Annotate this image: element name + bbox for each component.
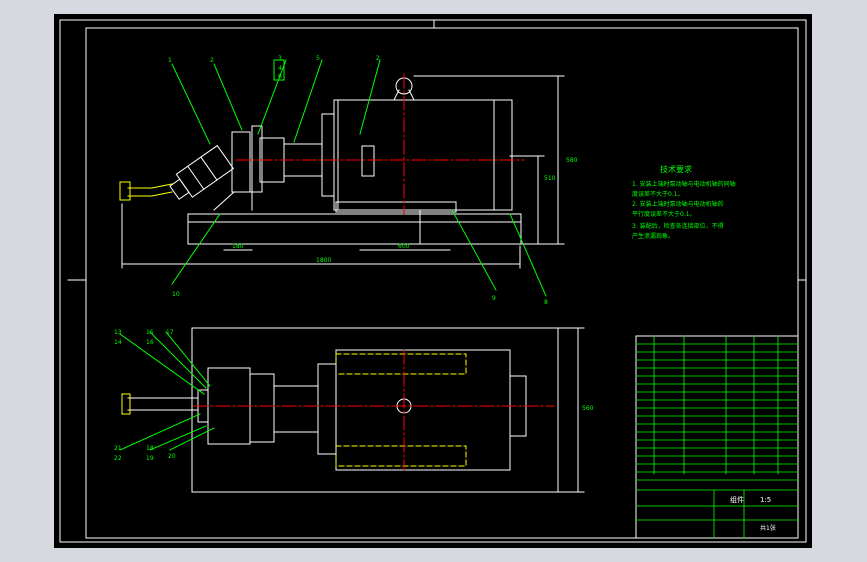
svg-text:14: 14 bbox=[114, 339, 122, 346]
svg-text:度误差不大于0.1。: 度误差不大于0.1。 bbox=[632, 190, 684, 198]
svg-text:4: 4 bbox=[278, 65, 282, 72]
title-block-sheet: 共1张 bbox=[760, 524, 776, 532]
svg-text:平行度误差不大于0.1。: 平行度误差不大于0.1。 bbox=[632, 210, 696, 218]
svg-text:510: 510 bbox=[544, 175, 556, 182]
svg-text:18: 18 bbox=[146, 445, 154, 452]
svg-text:17: 17 bbox=[166, 329, 174, 336]
svg-text:5: 5 bbox=[316, 55, 320, 62]
svg-text:560: 560 bbox=[582, 405, 594, 412]
svg-text:8: 8 bbox=[544, 299, 548, 306]
svg-text:21: 21 bbox=[114, 445, 122, 452]
svg-text:产生渗漏现象。: 产生渗漏现象。 bbox=[632, 232, 674, 240]
inner-border bbox=[85, 27, 799, 539]
tech-req-title: 技术要求 bbox=[660, 164, 692, 174]
svg-text:3. 装配后，检查各连接部位，不得: 3. 装配后，检查各连接部位，不得 bbox=[632, 222, 724, 230]
svg-text:19: 19 bbox=[146, 455, 154, 462]
pump-body bbox=[169, 144, 235, 200]
base-plate bbox=[187, 213, 522, 245]
svg-text:3: 3 bbox=[278, 55, 282, 62]
svg-text:2: 2 bbox=[210, 57, 214, 64]
svg-text:2: 2 bbox=[376, 55, 380, 62]
svg-text:1. 安装上端时泵动轴与电动机轴的同轴: 1. 安装上端时泵动轴与电动机轴的同轴 bbox=[632, 180, 736, 188]
svg-text:16: 16 bbox=[146, 339, 154, 346]
svg-text:180: 180 bbox=[232, 243, 244, 250]
svg-text:1: 1 bbox=[168, 57, 172, 64]
motor-body bbox=[333, 99, 513, 211]
svg-text:600: 600 bbox=[398, 243, 410, 250]
svg-text:13: 13 bbox=[114, 329, 122, 336]
svg-text:9: 9 bbox=[492, 295, 496, 302]
outer-frame bbox=[59, 19, 807, 543]
svg-text:1800: 1800 bbox=[316, 257, 331, 264]
svg-text:22: 22 bbox=[114, 455, 122, 462]
svg-text:15: 15 bbox=[146, 329, 154, 336]
title-block-name: 组件 bbox=[730, 495, 744, 504]
assembly-drawing: 技术要求 1. 安装上端时泵动轴与电动机轴的同轴 度误差不大于0.1。 2. 安… bbox=[59, 19, 807, 543]
svg-text:20: 20 bbox=[168, 453, 176, 460]
title-block bbox=[635, 335, 799, 539]
plan-motor bbox=[335, 349, 511, 471]
cad-viewport[interactable]: 技术要求 1. 安装上端时泵动轴与电动机轴的同轴 度误差不大于0.1。 2. 安… bbox=[54, 14, 812, 548]
title-block-scale: 1:5 bbox=[760, 496, 771, 504]
svg-text:10: 10 bbox=[172, 291, 180, 298]
svg-text:580: 580 bbox=[566, 157, 578, 164]
plan-base bbox=[191, 327, 559, 493]
svg-text:6: 6 bbox=[278, 73, 282, 80]
svg-text:2. 安装上端时泵动轴与电动机轴的: 2. 安装上端时泵动轴与电动机轴的 bbox=[632, 200, 724, 208]
